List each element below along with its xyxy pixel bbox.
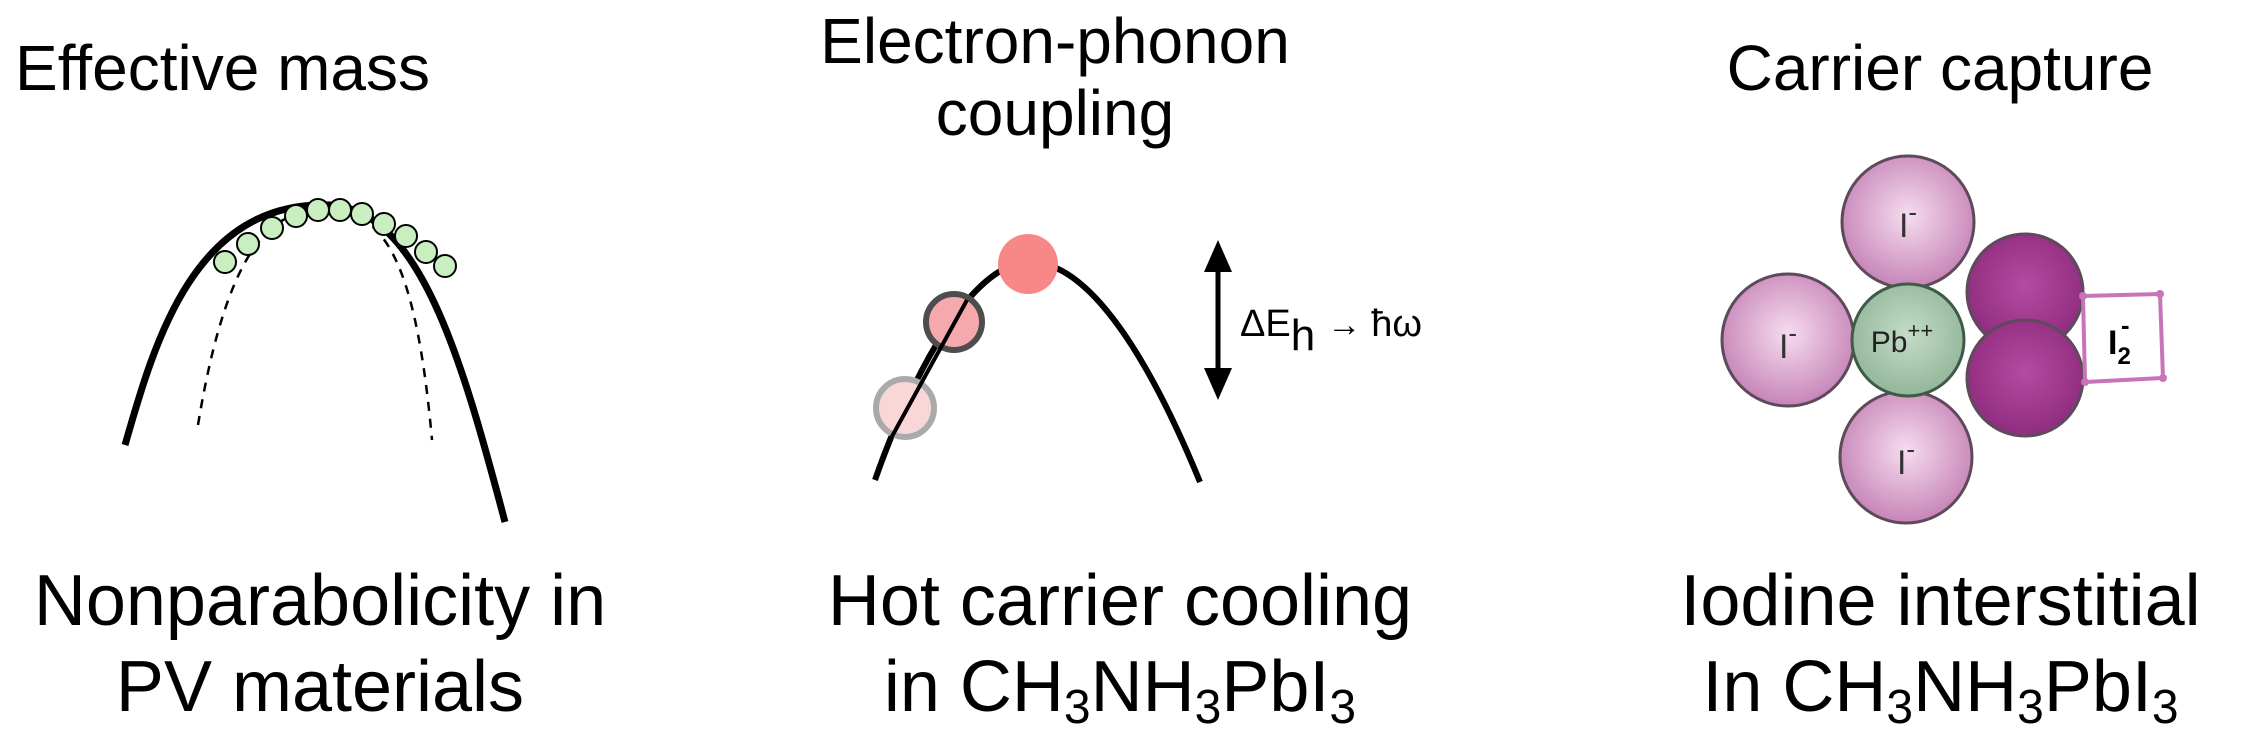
caption-text: Iodine interstitial (1680, 561, 2201, 641)
caption-text: Nonparabolicity in (33, 561, 607, 641)
parabolic-approximation-curve (196, 208, 434, 441)
sample-point (236, 232, 260, 256)
caption-subscript: 3 (2151, 681, 2179, 734)
caption-subscript: 3 (1329, 681, 1357, 734)
caption-subscript: 3 (1194, 681, 1222, 734)
caption-text: PV materials (115, 647, 525, 727)
caption-text: PbI (1221, 647, 1330, 727)
iodide-atom-bottom: I- (1838, 389, 1974, 525)
caption-line: in CH3NH3PbI3 (770, 644, 1470, 732)
caption-text: NH (1090, 647, 1195, 727)
heading-effective-mass: Effective mass (0, 32, 445, 104)
svg-text:I-: I- (1897, 434, 1915, 482)
heading-carrier-capture: Carrier capture (1660, 32, 2220, 104)
sample-point (394, 224, 418, 248)
caption-subscript: 3 (2017, 681, 2044, 734)
caption-electron-phonon: Hot carrier cooling in CH3NH3PbI3 (770, 558, 1470, 732)
energy-label: ΔEh → ħω (1240, 303, 1422, 360)
heading-electron-phonon: Electron-phonon coupling (770, 5, 1340, 149)
caption-line: PV materials (0, 644, 640, 730)
hot-carrier (998, 234, 1058, 294)
svg-text:I-: I- (1899, 197, 1917, 245)
caption-text: in CH (883, 647, 1064, 727)
caption-line: In CH3NH3PbI3 (1640, 644, 2241, 732)
caption-text: PbI (2043, 647, 2152, 727)
sample-point (414, 240, 438, 264)
carrier-low (873, 376, 937, 440)
svg-text:Pb++: Pb++ (1871, 318, 1933, 359)
sample-point (284, 204, 308, 228)
sample-points (213, 198, 457, 278)
svg-text:I-: I- (1779, 318, 1797, 366)
caption-effective-mass: Nonparabolicity in PV materials (0, 558, 640, 730)
caption-text: NH (1913, 647, 2018, 727)
sample-point (260, 216, 284, 240)
sample-point (350, 202, 374, 226)
iodide-atom-top: I- (1840, 154, 1976, 290)
svg-text:I2-: I2- (2108, 310, 2131, 370)
caption-text: Hot carrier cooling (827, 561, 1413, 641)
iodine-dimer-atom-lower (1965, 318, 2085, 438)
lead-atom: Pb++ (1850, 282, 1966, 398)
sample-point (372, 212, 396, 236)
heading-line: Effective mass (15, 32, 430, 104)
sample-point (213, 250, 237, 274)
energy-result: ħω (1371, 303, 1422, 345)
heading-line: Electron-phonon (820, 5, 1290, 77)
heading-line: Carrier capture (1726, 32, 2154, 104)
caption-text: In CH (1702, 647, 1887, 727)
caption-line: Iodine interstitial (1640, 558, 2241, 644)
energy-arrow-glyph: → (1327, 306, 1361, 344)
caption-subscript: 3 (1063, 681, 1091, 734)
heading-line: coupling (935, 77, 1175, 149)
caption-line: Hot carrier cooling (770, 558, 1470, 644)
energy-subscript: h (1291, 311, 1315, 360)
sample-point (433, 254, 457, 278)
caption-line: Nonparabolicity in (0, 558, 640, 644)
caption-carrier-capture: Iodine interstitial In CH3NH3PbI3 (1640, 558, 2241, 732)
iodine-dimer-label: I2- (2079, 290, 2167, 386)
band-curve-segment (888, 299, 969, 441)
caption-subscript: 3 (1886, 681, 1914, 734)
energy-delta: ΔE (1240, 303, 1291, 345)
energy-arrow (1204, 240, 1232, 400)
iodide-atom-left: I- (1720, 272, 1856, 408)
